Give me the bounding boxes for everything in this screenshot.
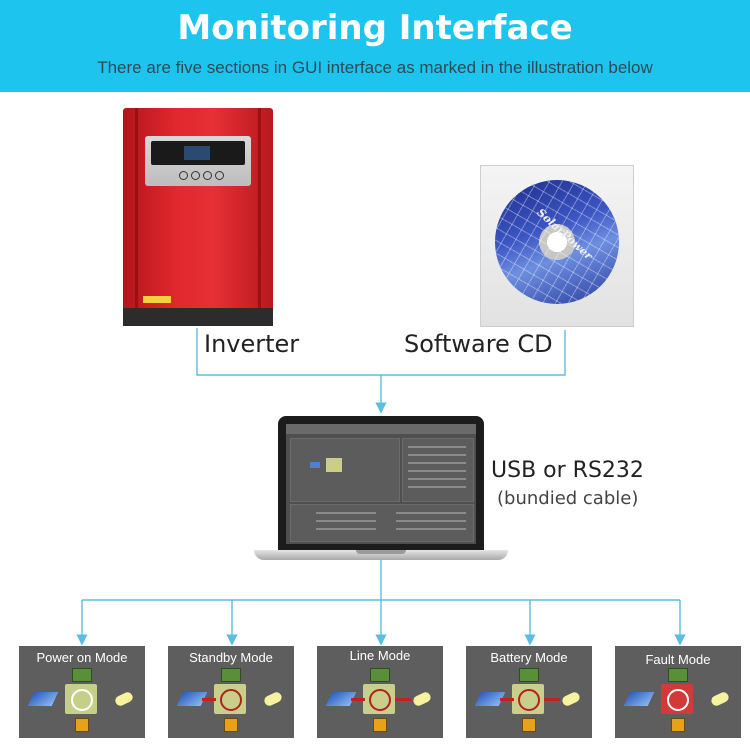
connection-sublabel: (bundied cable): [497, 488, 639, 509]
mode-standby: Standby Mode: [168, 646, 294, 738]
grid-icon: [370, 668, 390, 682]
mode-line: Line Mode: [317, 646, 443, 738]
mode-power-on: Power on Mode: [19, 646, 145, 738]
inverter-display: [151, 141, 245, 165]
load-bulb-icon: [262, 690, 284, 708]
software-screenshot: [286, 424, 476, 544]
solar-panel-icon: [623, 692, 655, 706]
laptop-image: [278, 416, 484, 550]
load-bulb-icon: [411, 690, 433, 708]
battery-icon: [522, 718, 536, 732]
solar-panel-icon: [27, 692, 59, 706]
mode-title: Line Mode: [349, 648, 411, 663]
laptop-base: [254, 550, 508, 560]
inverter-control-panel: [145, 136, 251, 186]
load-bulb-icon: [709, 690, 731, 708]
flow-arrow-icon: [544, 698, 560, 701]
inverter-image: [123, 108, 273, 326]
flow-arrow-icon: [395, 698, 411, 701]
mode-title: Battery Mode: [490, 650, 568, 665]
warning-sticker: [143, 296, 171, 303]
header-banner: Monitoring Interface There are five sect…: [0, 0, 750, 92]
cd-disc-image: SolarPower: [495, 180, 619, 304]
flow-arrow-icon: [202, 698, 216, 701]
mode-title: Fault Mode: [645, 652, 711, 667]
grid-icon: [221, 668, 241, 682]
inverter-label: Inverter: [204, 330, 300, 358]
load-bulb-icon: [113, 690, 135, 708]
grid-icon: [72, 668, 92, 682]
battery-icon: [75, 718, 89, 732]
cd-wire: [381, 330, 566, 376]
power-ring-icon: [667, 689, 689, 711]
battery-icon: [671, 718, 685, 732]
mode-fault: Fault Mode: [615, 646, 741, 738]
connection-label: USB or RS232: [491, 458, 644, 483]
load-bulb-icon: [560, 690, 582, 708]
grid-icon: [668, 668, 688, 682]
mode-title: Standby Mode: [189, 650, 273, 665]
software-cd-label: Software CD: [404, 330, 553, 358]
page-title: Monitoring Interface: [177, 8, 573, 48]
power-ring-icon: [369, 689, 391, 711]
grid-icon: [519, 668, 539, 682]
battery-icon: [373, 718, 387, 732]
page-subtitle: There are five sections in GUI interface…: [97, 58, 653, 77]
mode-title: Power on Mode: [36, 650, 128, 665]
battery-icon: [224, 718, 238, 732]
flow-arrow-icon: [351, 698, 365, 701]
flow-arrow-icon: [500, 698, 514, 701]
power-ring-icon: [518, 689, 540, 711]
power-ring-icon: [71, 689, 93, 711]
power-ring-icon: [220, 689, 242, 711]
inverter-base: [123, 308, 273, 326]
mode-battery: Battery Mode: [466, 646, 592, 738]
inverter-wire: [196, 328, 381, 376]
